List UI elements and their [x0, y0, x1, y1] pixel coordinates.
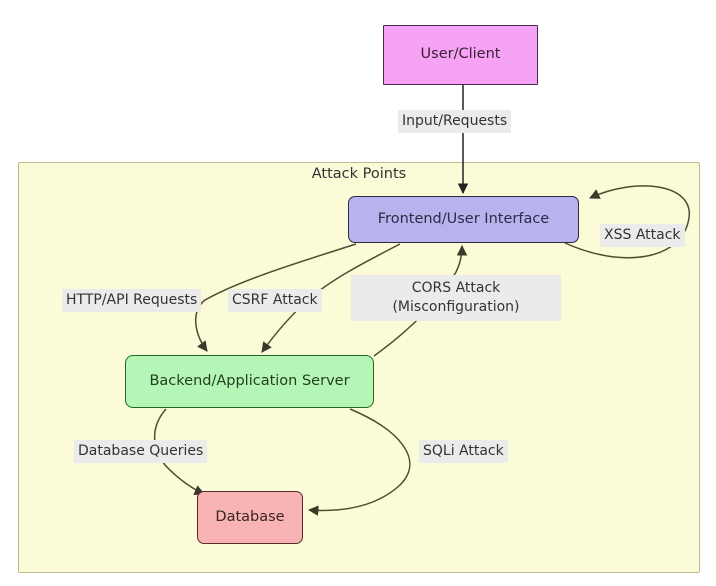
- edge-sqli-attack: [307, 408, 411, 516]
- edge-label-cors-attack: CORS Attack (Misconfiguration): [351, 275, 561, 321]
- node-frontend-label: Frontend/User Interface: [377, 210, 550, 227]
- node-frontend[interactable]: Frontend/User Interface: [348, 196, 579, 243]
- edge-label-database-queries: Database Queries: [74, 440, 208, 463]
- edge-label-sqli-attack: SQLi Attack: [419, 440, 508, 463]
- edge-label-input-requests: Input/Requests: [398, 110, 512, 133]
- edge-http-api-requests: [195, 243, 357, 352]
- node-user-client[interactable]: User/Client: [383, 25, 538, 85]
- node-database-label: Database: [215, 508, 285, 525]
- edge-label-xss-attack: XSS Attack: [600, 224, 685, 247]
- node-backend-label: Backend/Application Server: [149, 372, 350, 389]
- edge-database-queries: [153, 408, 205, 495]
- edge-label-cors-attack-line2: (Misconfiguration): [392, 298, 520, 315]
- node-backend[interactable]: Backend/Application Server: [125, 355, 374, 408]
- edge-xss-attack: [564, 185, 690, 259]
- edge-label-csrf-attack: CSRF Attack: [228, 289, 322, 312]
- subgraph-title: Attack Points: [311, 166, 407, 182]
- edge-label-http-api-requests: HTTP/API Requests: [62, 289, 202, 312]
- edge-label-cors-attack-line1: CORS Attack: [411, 280, 501, 296]
- node-database[interactable]: Database: [197, 491, 303, 544]
- node-user-client-label: User/Client: [420, 46, 501, 63]
